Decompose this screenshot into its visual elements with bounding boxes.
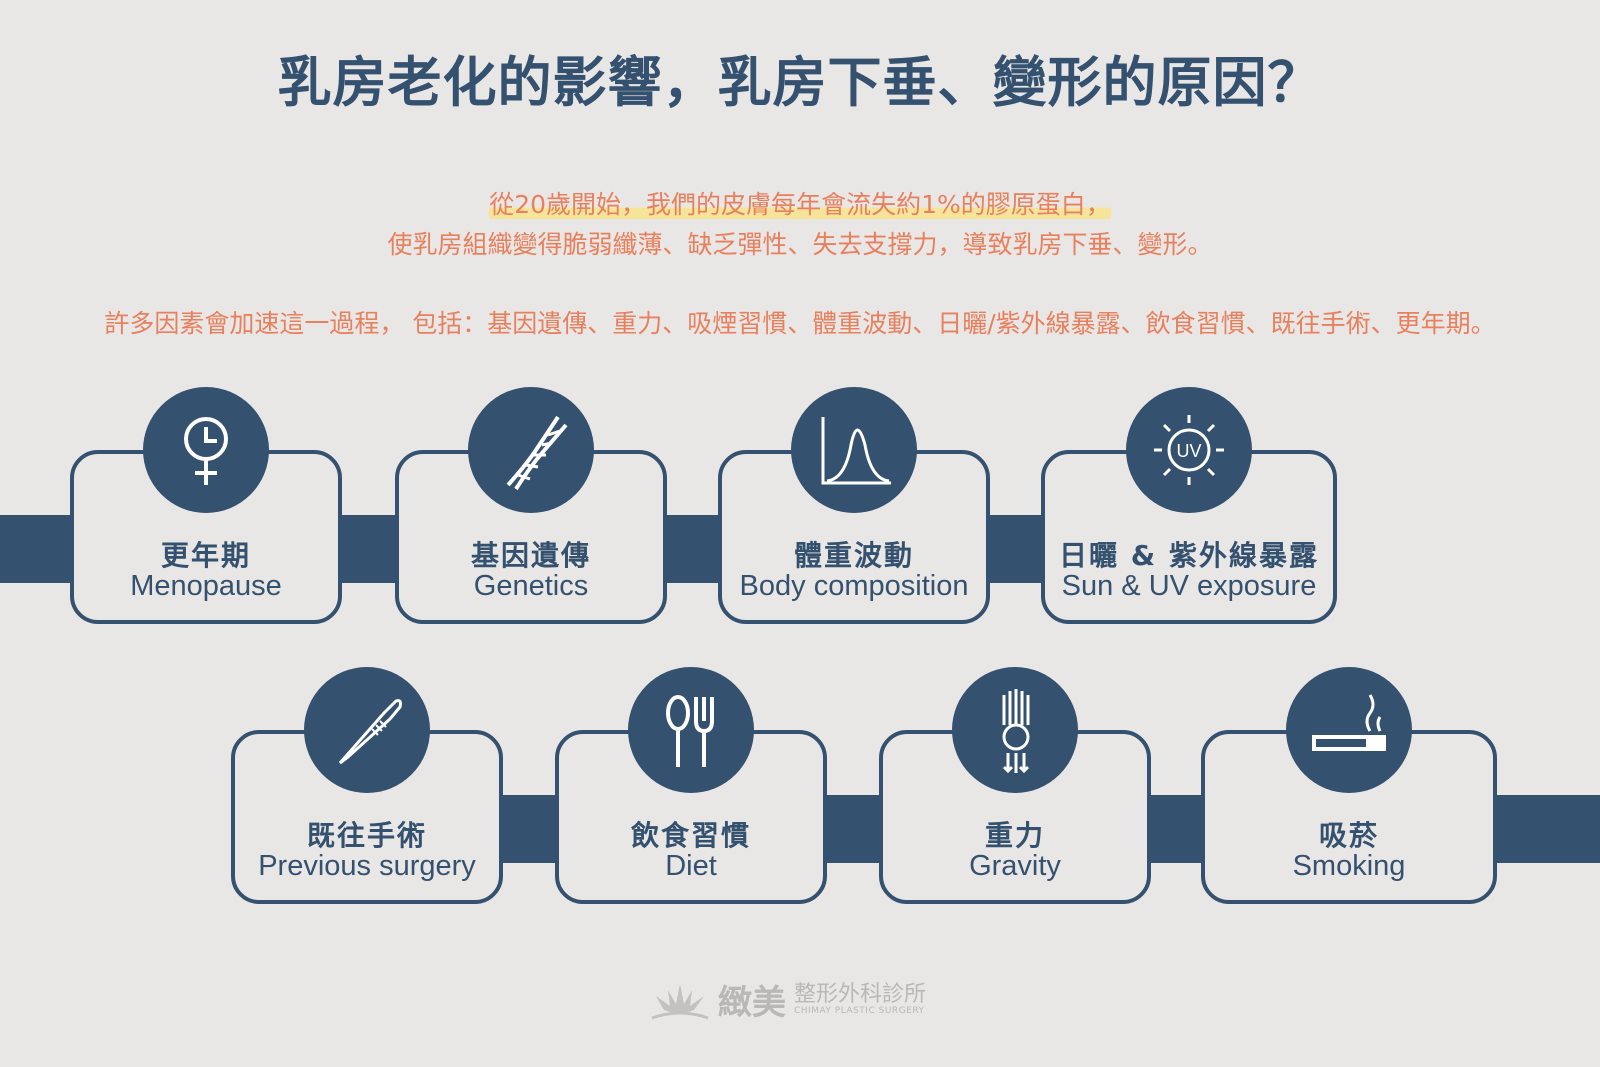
- logo-sub: 整形外科診所: [794, 981, 927, 1007]
- factor-en-label: Body composition: [739, 570, 969, 602]
- highlighted-text: 從20歲開始，我們的皮膚每年會流失約1%的膠原蛋白，: [489, 190, 1111, 219]
- intro-line-2: 使乳房組織變得脆弱纖薄、缺乏彈性、失去支撐力，導致乳房下垂、變形。: [387, 230, 1213, 259]
- logo-en: CHIMAY PLASTIC SURGERY: [794, 1005, 925, 1016]
- factor-en-label: Menopause: [130, 570, 282, 602]
- factor-en-label: Gravity: [969, 850, 1061, 882]
- factor-en-label: Genetics: [473, 570, 589, 602]
- dna-icon: [468, 387, 594, 513]
- scalpel-icon: [304, 667, 430, 793]
- intro-line-3: 許多因素會加速這一過程， 包括：基因遺傳、重力、吸煙習慣、體重波動、日曬/紫外線…: [104, 309, 1496, 338]
- gravity-icon: [952, 667, 1078, 793]
- intro-line-1: 從20歲開始，我們的皮膚每年會流失約1%的膠原蛋白，: [0, 185, 1600, 221]
- factor-en-label: Previous surgery: [258, 850, 476, 882]
- spoon-fork-icon: [628, 667, 754, 793]
- logo-name: 緻美: [718, 983, 786, 1023]
- factor-zh-label: 體重波動: [793, 539, 914, 572]
- factor-en-label: Diet: [665, 850, 717, 882]
- factor-zh-label: 基因遺傳: [470, 539, 591, 572]
- factor-zh-label: 飲食習慣: [630, 819, 751, 852]
- factor-zh-label: 吸菸: [1318, 819, 1379, 852]
- svg-text:UV: UV: [1176, 441, 1201, 461]
- factor-en-label: Smoking: [1292, 850, 1406, 882]
- factor-zh-label: 重力: [984, 819, 1045, 852]
- cigarette-icon: [1286, 667, 1412, 793]
- factor-zh-label: 既往手術: [306, 819, 427, 852]
- factor-en-label: Sun & UV exposure: [1061, 570, 1317, 602]
- factor-zh-label: 更年期: [160, 539, 251, 572]
- bell-curve-icon: [791, 387, 917, 513]
- lotus-icon: [651, 983, 709, 1019]
- factor-zh-label: 日曬 & 紫外線暴露: [1059, 539, 1319, 572]
- uv-sun-icon: UV: [1126, 387, 1252, 513]
- female-symbol-clock-icon: [143, 387, 269, 513]
- page-title: 乳房老化的影響，乳房下垂、變形的原因？: [277, 50, 1323, 114]
